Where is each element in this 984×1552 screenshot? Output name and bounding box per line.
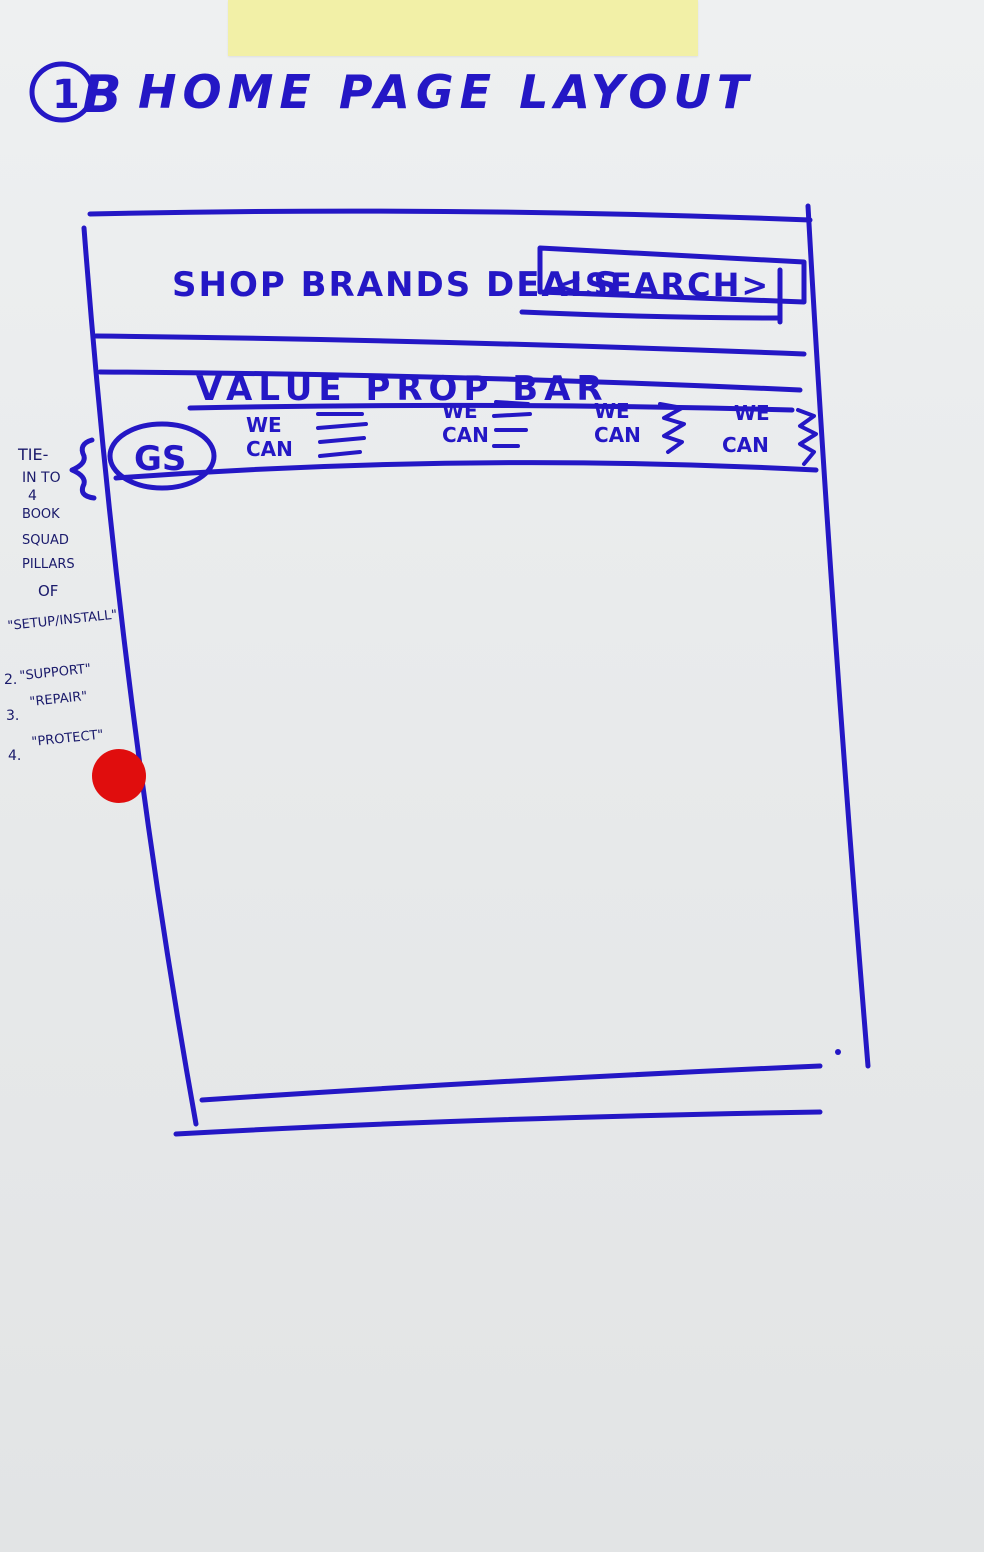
page-frame bbox=[81, 203, 871, 1137]
frame-top-line bbox=[87, 208, 813, 223]
side-note-line-5: SQUAD bbox=[22, 533, 69, 548]
pillar-3-num: 3. bbox=[6, 708, 19, 724]
frame-bottom-line bbox=[199, 1063, 823, 1103]
red-sticker-dot bbox=[92, 749, 146, 803]
value-item-4-line2: CAN bbox=[722, 433, 769, 457]
value-item-4-scribble bbox=[796, 408, 818, 466]
search-box-shadow-line bbox=[519, 309, 783, 321]
pillar-4-text: "PROTECT" bbox=[31, 728, 104, 750]
side-note-line-7: OF bbox=[38, 582, 58, 600]
value-item-4-line1: WE bbox=[734, 401, 770, 425]
value-item-1-line1: WE bbox=[246, 413, 282, 437]
header-nav-text: SHOP BRANDS DEALS bbox=[172, 265, 620, 305]
side-note-brace bbox=[69, 437, 97, 501]
side-note-line-4: BOOK bbox=[22, 507, 60, 522]
value-prop-label: VALUE PROP BAR bbox=[196, 369, 609, 409]
search-placeholder-text: <SEARCH> bbox=[556, 266, 770, 304]
value-item-3-scribble bbox=[658, 402, 686, 454]
value-item-2-line1: WE bbox=[442, 399, 478, 423]
side-note-line-6: PILLARS bbox=[22, 557, 75, 572]
logo-text: GS bbox=[134, 439, 186, 479]
pillar-3-text: "REPAIR" bbox=[29, 689, 88, 710]
value-item-2-scribble bbox=[492, 400, 532, 448]
pillar-4-num: 4. bbox=[8, 748, 21, 764]
frame-left-line bbox=[81, 225, 199, 1127]
header-row: SHOP BRANDS DEALS <SEARCH> bbox=[93, 245, 807, 393]
pillar-1-text: "SETUP/INSTALL" bbox=[7, 608, 118, 634]
value-item-2-line2: CAN bbox=[442, 423, 489, 447]
title-number: 1 bbox=[52, 72, 80, 118]
pillar-2-num: 2. bbox=[4, 672, 17, 688]
value-item-1-line2: CAN bbox=[246, 437, 293, 461]
value-item-3-line1: WE bbox=[594, 399, 630, 423]
title-number-circle bbox=[29, 61, 95, 123]
side-note-line-1: TIE- bbox=[17, 445, 48, 464]
logo-circle bbox=[107, 421, 217, 491]
search-box bbox=[537, 245, 807, 305]
value-bar-inner-top-line bbox=[187, 402, 795, 413]
masking-tape bbox=[228, 0, 698, 56]
title-letter: B bbox=[82, 65, 122, 125]
title-text: HOME PAGE LAYOUT bbox=[138, 65, 754, 119]
value-item-3-line2: CAN bbox=[594, 423, 641, 447]
frame-right-line bbox=[805, 203, 871, 1069]
value-prop-bar: VALUE PROP BAR GS WE CAN WE CAN WE CAN W… bbox=[107, 369, 819, 491]
frame-base-line bbox=[173, 1109, 823, 1137]
header-divider bbox=[93, 333, 807, 357]
pillar-2-text: "SUPPORT" bbox=[19, 662, 92, 684]
side-note-line-3: 4 bbox=[28, 488, 37, 504]
value-bar-bottom-line bbox=[113, 460, 819, 481]
value-bar-top-line bbox=[97, 369, 803, 393]
side-note: TIE- IN TO 4 BOOK SQUAD PILLARS OF "SETU… bbox=[4, 437, 118, 764]
side-note-line-2: IN TO bbox=[22, 470, 61, 486]
value-item-1-scribble bbox=[316, 412, 368, 458]
ink-dot bbox=[835, 1049, 841, 1055]
sketch-title: 1 B HOME PAGE LAYOUT bbox=[29, 61, 754, 125]
